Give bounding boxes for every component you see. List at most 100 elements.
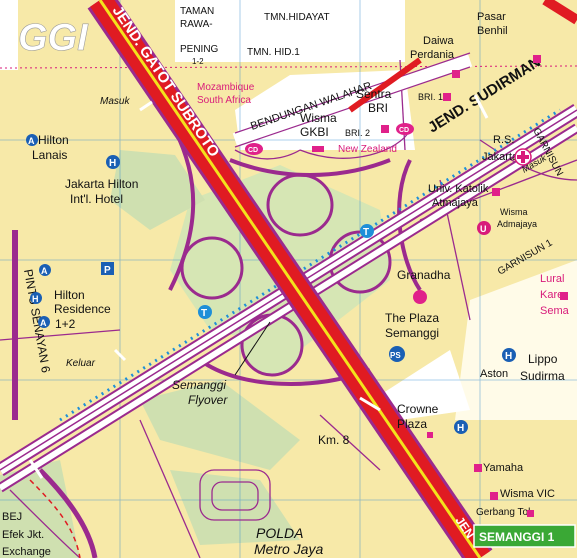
svg-text:Metro Jaya: Metro Jaya [254, 541, 323, 557]
svg-text:1-2: 1-2 [192, 57, 204, 66]
svg-text:POLDA: POLDA [256, 525, 303, 541]
label-univ-atmajaya: Univ. Katolik Atmajaya [428, 183, 489, 209]
svg-text:H: H [505, 351, 512, 362]
ps-icon: PS [389, 346, 405, 362]
svg-text:U: U [480, 224, 487, 234]
svg-text:Jakarta Hilton: Jakarta Hilton [65, 177, 138, 191]
toll-icon: T [198, 305, 212, 319]
svg-text:Lanais: Lanais [32, 148, 67, 162]
svg-text:A: A [28, 136, 35, 146]
top-white-block [175, 0, 405, 62]
bottom-left-dash [29, 479, 81, 558]
svg-text:Crowne: Crowne [397, 402, 439, 416]
building-markers [312, 55, 568, 517]
toll-icon: T [360, 224, 374, 238]
label-hilton-residence: Hilton Residence 1+2 [54, 288, 111, 331]
bridge-markers [28, 94, 489, 479]
label-wisma-gkbi: Wisma GKBI [300, 111, 337, 139]
svg-text:Admajaya: Admajaya [497, 219, 537, 229]
label-hilton-lanais: Hilton Lanais [32, 133, 69, 162]
svg-text:Int'l. Hotel: Int'l. Hotel [70, 192, 123, 206]
bottom-left-ramp [38, 468, 98, 558]
university-icon: U [477, 221, 491, 235]
svg-text:Univ. Katolik: Univ. Katolik [428, 183, 489, 195]
semanggi-1-sign [473, 524, 576, 548]
embassy-icon: CD [396, 123, 414, 135]
svg-text:CD: CD [399, 127, 409, 134]
svg-text:RAWA-: RAWA- [180, 19, 213, 30]
svg-text:Sentra: Sentra [356, 87, 392, 101]
svg-text:Perdania: Perdania [410, 49, 455, 61]
svg-text:T: T [363, 227, 369, 238]
hilton-green [110, 150, 205, 230]
label-km8: Km. 8 [318, 433, 350, 447]
label-crowne-plaza: Crowne Plaza [397, 402, 439, 431]
label-daiwa-perdania: Daiwa Perdania [410, 35, 455, 61]
label-new-zealand: New Zealand [338, 144, 397, 155]
flyover-pointer [234, 321, 271, 376]
svg-text:H: H [109, 158, 116, 169]
label-bej: BEJ Efek Jkt. Exchange [2, 511, 51, 558]
label-pasar-benhil: Pasar Benhil [477, 11, 508, 37]
label-jakarta-hilton: Jakarta Hilton Int'l. Hotel [65, 177, 138, 206]
label-masuk-left: Masuk [100, 96, 130, 107]
label-mozambique: Mozambique [197, 82, 255, 93]
label-sudirman-cut: Sudirma [520, 369, 565, 383]
svg-text:P: P [104, 265, 111, 276]
hotel-icon: H [106, 155, 120, 169]
svg-text:CD: CD [248, 147, 258, 154]
atm-icon: A [39, 264, 51, 276]
taman-rawa-label: TAMAN RAWA- PENING 1-2 [180, 6, 219, 66]
label-sema: Sema [540, 305, 570, 317]
label-bri-2: BRI. 2 [345, 128, 370, 138]
svg-text:Benhil: Benhil [477, 25, 508, 37]
svg-text:T: T [201, 308, 207, 319]
svg-text:Wisma: Wisma [300, 111, 337, 125]
svg-text:Atmajaya: Atmajaya [432, 197, 479, 209]
svg-text:A: A [41, 266, 48, 276]
svg-text:The Plaza: The Plaza [385, 311, 439, 325]
svg-text:Semanggi: Semanggi [385, 326, 439, 340]
label-rs-jakarta: R.S. Jakarta [482, 134, 519, 163]
svg-text:Efek Jkt.: Efek Jkt. [2, 529, 44, 541]
label-sentra-bri: Sentra BRI [356, 87, 392, 115]
svg-text:H: H [457, 423, 464, 434]
district-boundary [0, 65, 577, 69]
plaza-white [380, 350, 470, 420]
svg-text:Hilton: Hilton [38, 133, 69, 147]
svg-text:Semanggi: Semanggi [172, 378, 226, 392]
label-lippo: Lippo [528, 352, 558, 366]
parking-icon: P [101, 262, 114, 276]
plaza-marker-icon [413, 290, 427, 304]
svg-text:Wisma: Wisma [500, 207, 528, 217]
top-right-red [542, 0, 577, 25]
label-aston: Aston [480, 368, 508, 380]
svg-text:TAMAN: TAMAN [180, 6, 214, 17]
svg-text:GKBI: GKBI [300, 125, 329, 139]
label-granadha: Granadha [397, 268, 451, 282]
semanggi-1-label: SEMANGGI 1 [479, 530, 555, 544]
embassy-icon: CD [245, 143, 263, 155]
label-wisma-vic: Wisma VIC [500, 488, 555, 500]
polda-roads [199, 469, 271, 521]
label-polda: POLDA Metro Jaya [254, 525, 323, 557]
label-tmn-hidayat: TMN.HIDAYAT [264, 12, 330, 23]
svg-text:Plaza: Plaza [397, 417, 427, 431]
svg-text:Daiwa: Daiwa [423, 35, 454, 47]
label-lural: Lural [540, 273, 564, 285]
svg-text:Pasar: Pasar [477, 11, 506, 23]
atm-icon: A [26, 134, 38, 146]
bottom-left-green [0, 460, 80, 558]
svg-text:H: H [32, 294, 39, 304]
hotel-icon: H [502, 348, 516, 362]
hotel-icon: H [454, 420, 468, 434]
hospital-icon [514, 148, 532, 166]
label-yamaha: Yamaha [483, 462, 524, 474]
gatot-subroto-road [87, 0, 493, 558]
label-plaza-semanggi: The Plaza Semanggi [385, 311, 439, 340]
busway-line [59, 108, 561, 422]
svg-text:BRI: BRI [368, 101, 388, 115]
svg-text:Residence: Residence [54, 302, 111, 316]
label-wisma-admajaya: Wisma Admajaya [497, 207, 537, 229]
